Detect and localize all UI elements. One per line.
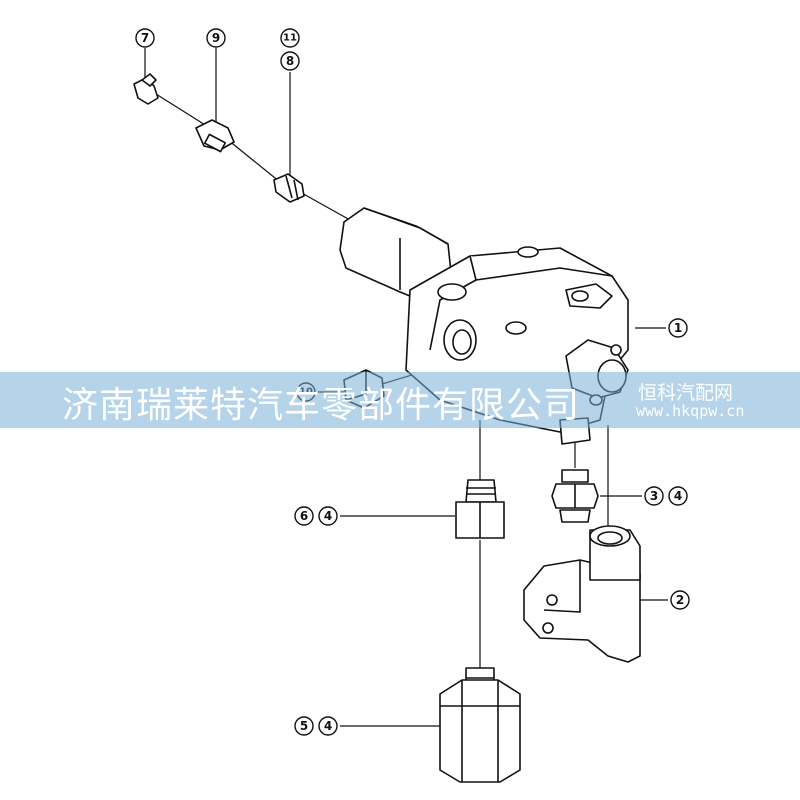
callout-11: 11 [283, 33, 297, 44]
callout-4-a: 4 [674, 489, 682, 503]
part-7-elbow-fitting [133, 73, 159, 105]
part-3-fitting [551, 469, 599, 523]
watermark-url: www.hkqpw.cn [636, 402, 745, 420]
part-5-filter [439, 667, 521, 783]
callout-4-c: 4 [324, 719, 332, 733]
part-8-11-fitting [273, 173, 305, 203]
callout-3: 3 [650, 489, 658, 503]
callout-2: 2 [676, 593, 684, 607]
callout-9: 9 [212, 31, 220, 45]
part-9-tee-fitting [195, 119, 235, 153]
watermark-site-name: 恒科汽配网 [638, 382, 734, 404]
part-6-fitting [455, 479, 505, 539]
watermark-company-name: 济南瑞莱特汽车零部件有限公司 [62, 385, 581, 426]
callout-circles [135, 28, 690, 736]
callout-1: 1 [674, 321, 682, 335]
callout-6: 6 [300, 509, 308, 523]
callout-4-b: 4 [324, 509, 332, 523]
callout-8: 8 [286, 54, 294, 68]
callout-7: 7 [141, 31, 149, 45]
callout-5: 5 [300, 719, 308, 733]
watermark-banner [0, 372, 800, 428]
part-2-elbow-housing [523, 525, 641, 663]
